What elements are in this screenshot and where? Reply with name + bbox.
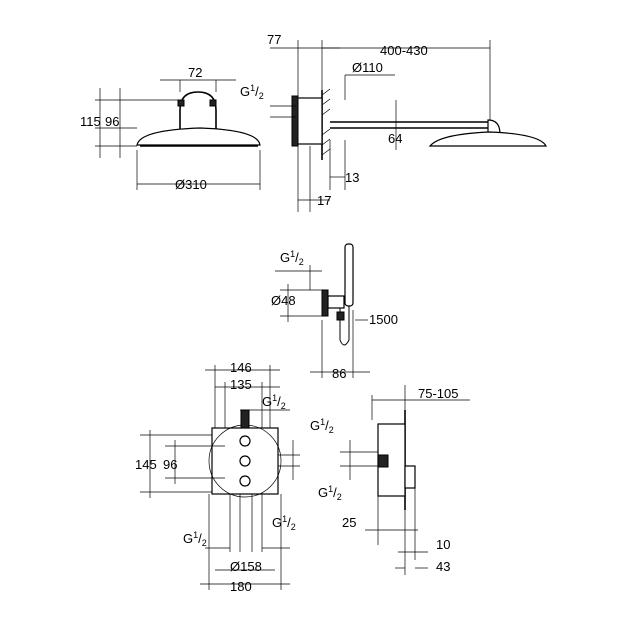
head-shower-body [136, 127, 261, 146]
hand-shower-handle [344, 243, 354, 307]
shower-arm-outline [179, 91, 217, 131]
hose [339, 306, 350, 346]
dim-96: 96 [163, 457, 177, 472]
dim-diameter-158: Ø158 [230, 559, 262, 574]
valve-side-view: 75-105 G1/2 25 10 43 [318, 385, 470, 575]
dim-13: 13 [345, 170, 359, 185]
dim-10: 10 [436, 537, 450, 552]
thread-g-half: G1/2 [318, 484, 342, 502]
dim-17: 17 [317, 193, 331, 208]
thread-g-half: G1/2 [280, 249, 304, 267]
valve-front-view: 146 135 G1/2 G1/2 145 96 G1/2 G1/2 Ø158 … [135, 360, 334, 594]
dim-115: 115 [80, 114, 101, 129]
holder [327, 295, 345, 309]
control-button-1 [239, 435, 251, 447]
dim-135: 135 [230, 377, 252, 392]
wall-outlet [321, 289, 329, 317]
head-shower-front-view: 72 115 96 Ø310 [80, 65, 261, 192]
dim-180: 180 [230, 579, 252, 594]
control-button-2 [239, 455, 251, 467]
dim-diameter-310: Ø310 [175, 177, 207, 192]
valve-body [295, 97, 323, 145]
dim-diameter-48: Ø48 [271, 293, 296, 308]
dim-400-430: 400-430 [380, 43, 428, 58]
dim-96: 96 [105, 114, 119, 129]
thread-g-half: G1/2 [183, 530, 207, 548]
dim-75-105: 75-105 [418, 386, 458, 401]
control-knob [404, 465, 416, 489]
dim-86: 86 [332, 366, 346, 381]
head-shower-side [428, 131, 547, 147]
dim-72: 72 [188, 65, 202, 80]
control-button-3 [239, 475, 251, 487]
dim-145: 145 [135, 457, 157, 472]
thread-g-half: G1/2 [272, 514, 296, 532]
thread-g-half: G1/2 [262, 393, 286, 411]
dim-43: 43 [436, 559, 450, 574]
valve-plate [291, 95, 299, 147]
dim-146: 146 [230, 360, 252, 375]
hand-shower-view: G1/2 Ø48 1500 86 [271, 243, 398, 381]
mount-block [209, 99, 217, 107]
dim-diameter-110: Ø110 [352, 60, 383, 75]
head-shower-side-view: 77 400-430 Ø110 G1/2 64 13 17 [240, 32, 547, 212]
dim-1500: 1500 [369, 312, 398, 327]
thread-g-half: G1/2 [240, 83, 264, 101]
dim-64: 64 [388, 131, 402, 146]
mount-block [177, 99, 185, 107]
dim-77: 77 [267, 32, 281, 47]
thread-g-half: G1/2 [310, 417, 334, 435]
dim-25: 25 [342, 515, 356, 530]
